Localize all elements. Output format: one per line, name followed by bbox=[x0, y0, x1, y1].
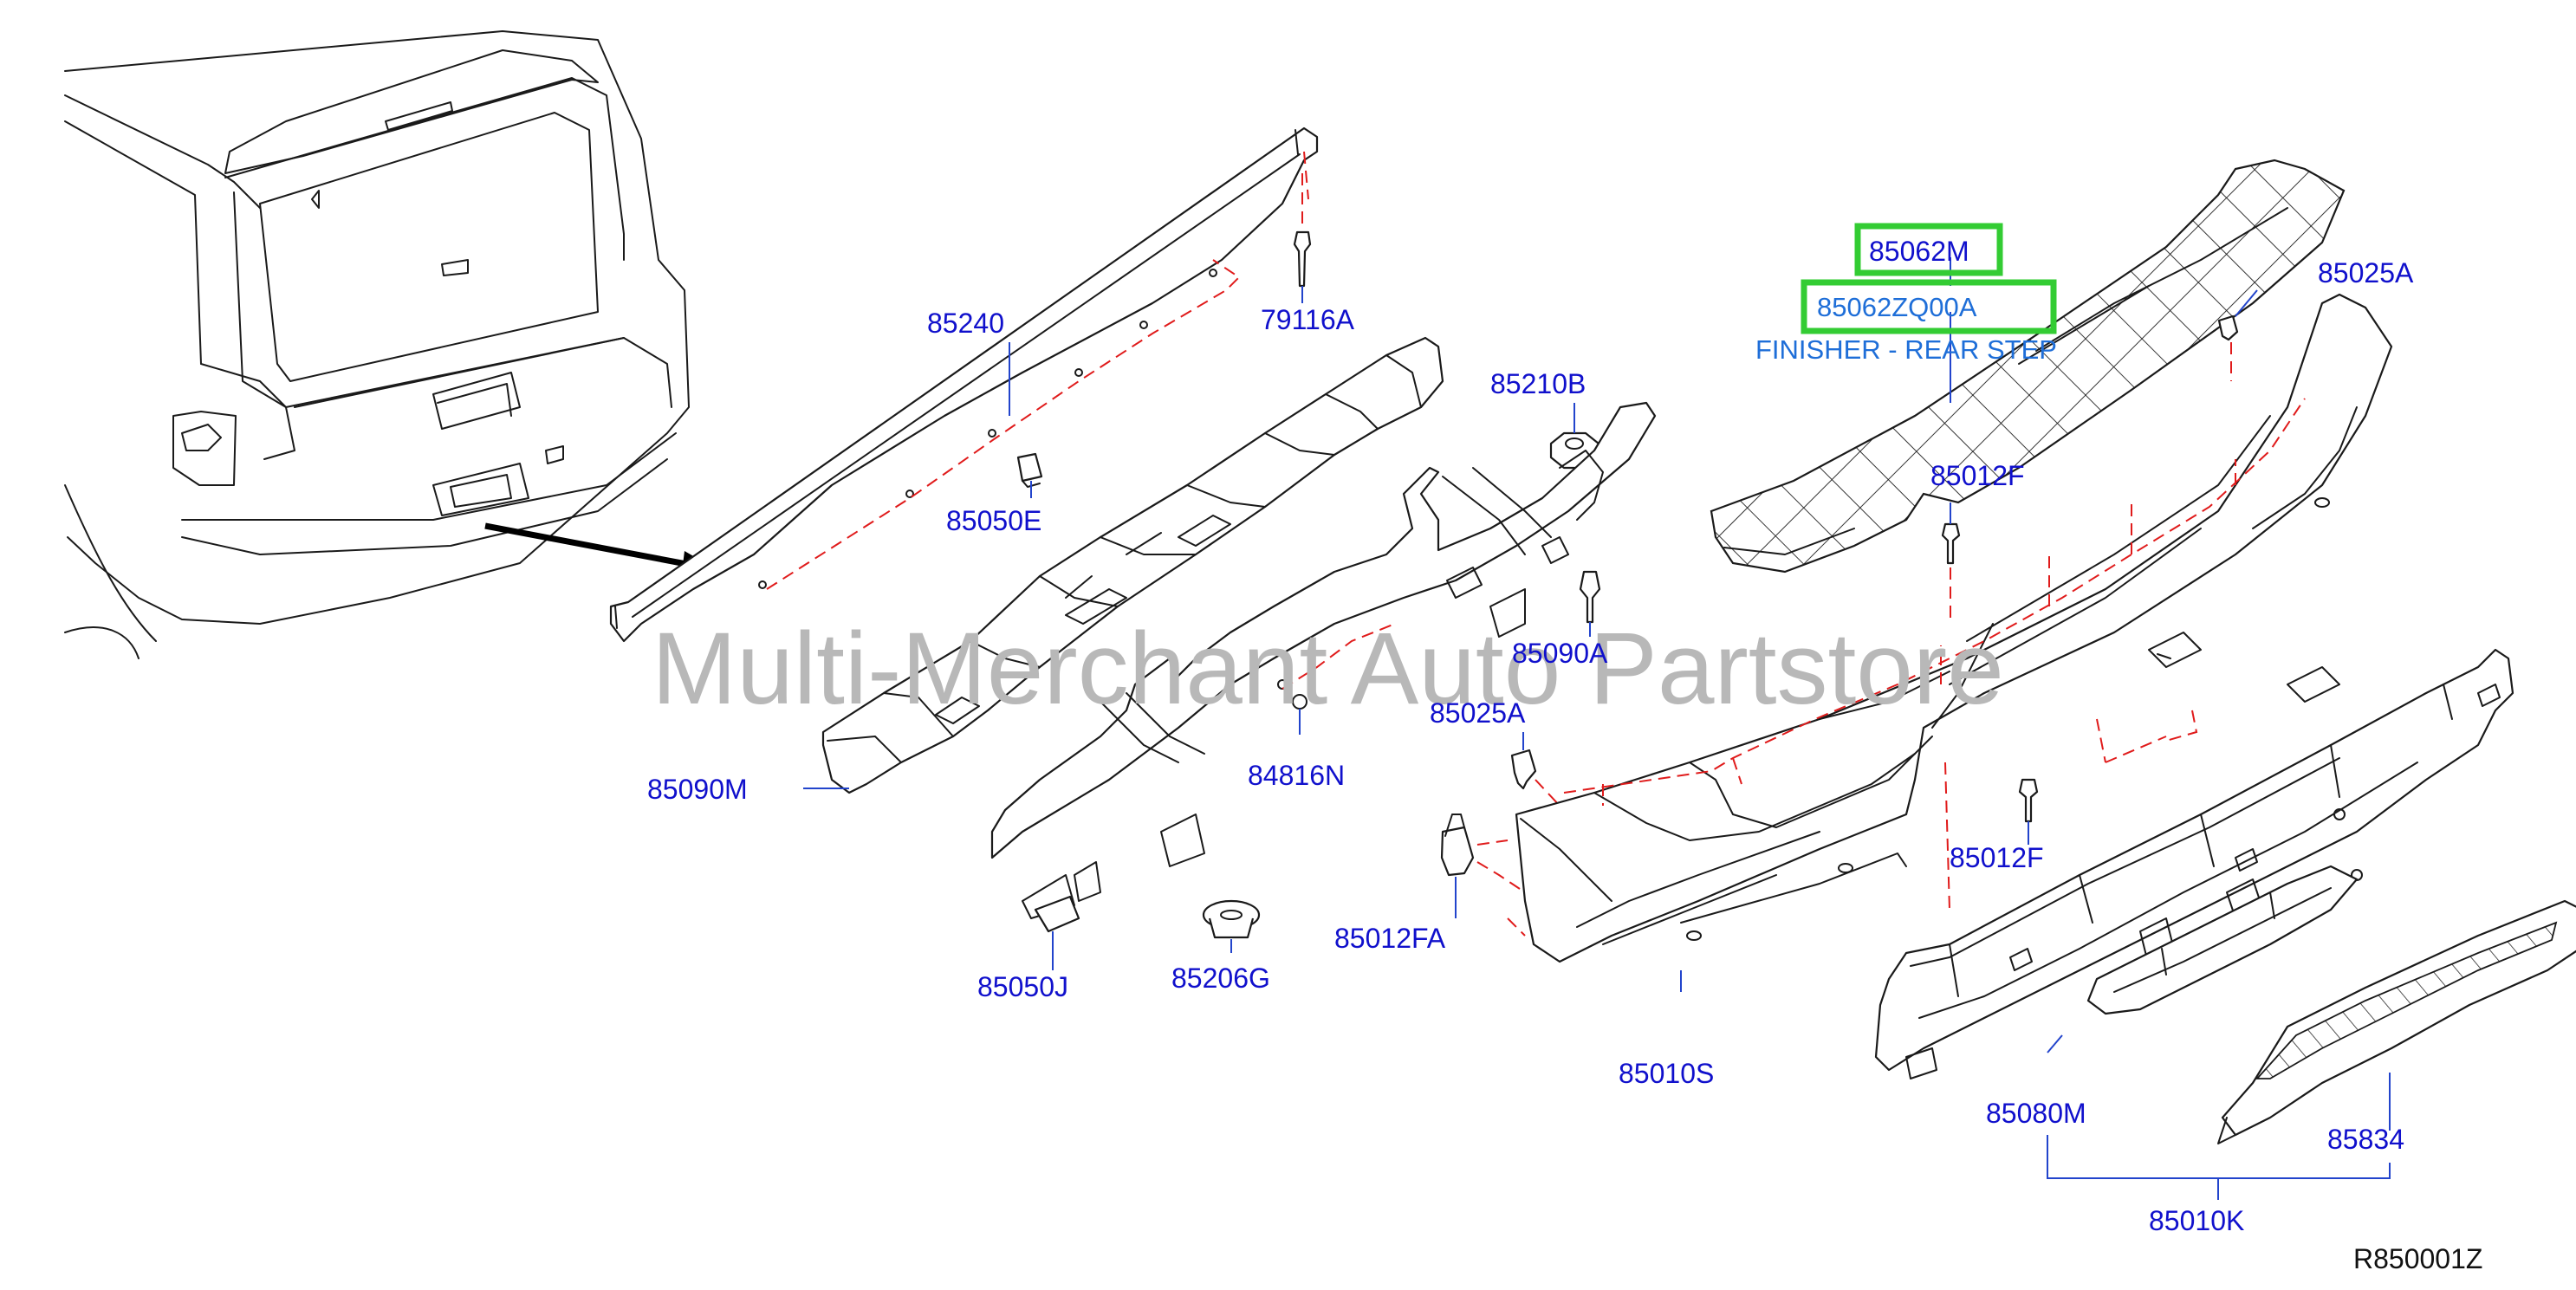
part-label-85090A[interactable]: 85090A bbox=[1512, 638, 1608, 669]
highlight-box-85062ZQ00A bbox=[1801, 279, 2057, 334]
screw-85090A bbox=[1579, 570, 1601, 637]
part-label-85050J[interactable]: 85050J bbox=[977, 971, 1068, 1002]
part-label-85062M[interactable]: 85062M bbox=[1869, 236, 1969, 267]
part-label-85834[interactable]: 85834 bbox=[2327, 1124, 2404, 1155]
part-label-84816N[interactable]: 84816N bbox=[1248, 760, 1345, 791]
part-label-85025A-left[interactable]: 85025A bbox=[1430, 697, 1526, 729]
part-label-85012F-top[interactable]: 85012F bbox=[1930, 460, 2025, 491]
screw-85012F-bottom bbox=[2018, 778, 2039, 845]
part-label-85012F-bottom[interactable]: 85012F bbox=[1950, 842, 2044, 873]
energy-absorber-85090M bbox=[821, 336, 1444, 794]
part-label-85206G[interactable]: 85206G bbox=[1171, 963, 1270, 994]
lower-step-bracket bbox=[2086, 865, 2359, 1015]
finisher-rear-step bbox=[1710, 159, 2346, 574]
sensor-85012FA bbox=[1440, 814, 1526, 937]
watermark-text: Multi-Merchant Auto Partstore bbox=[652, 612, 2004, 726]
part-label-79116A[interactable]: 79116A bbox=[1261, 304, 1355, 335]
clip-85025A-left bbox=[1510, 732, 1561, 807]
step-pad-85834 bbox=[2217, 899, 2576, 1144]
part-label-85010S[interactable]: 85010S bbox=[1619, 1058, 1714, 1089]
clip-85025A-right bbox=[2217, 289, 2258, 381]
grommet-85206G bbox=[1202, 899, 1261, 939]
bumper-fascia-85010S bbox=[1515, 293, 2393, 963]
part-label-85240[interactable]: 85240 bbox=[927, 308, 1004, 339]
screw-85012F-top bbox=[1941, 502, 1961, 624]
part-label-85090M[interactable]: 85090M bbox=[647, 774, 748, 805]
clip-85050J bbox=[1034, 895, 1080, 970]
part-label-85010K[interactable]: 85010K bbox=[2149, 1205, 2244, 1236]
part-label-85210B[interactable]: 85210B bbox=[1490, 368, 1586, 399]
diagram-reference-code: R850001Z bbox=[2353, 1243, 2482, 1274]
clip-85050E bbox=[1016, 452, 1043, 488]
part-label-85062ZQ00A[interactable]: 85062ZQ00A bbox=[1817, 292, 1977, 322]
part-label-85080M[interactable]: 85080M bbox=[1986, 1098, 2086, 1129]
part-labels: 85240 79116A 85050E 85090M 85210B 85090A… bbox=[647, 223, 2414, 1236]
part-label-85025A-right[interactable]: 85025A bbox=[2318, 257, 2414, 288]
vehicle-rear-illustration bbox=[64, 30, 690, 659]
part-description-finisher-rear-step: FINISHER - REAR STEP bbox=[1755, 334, 2057, 365]
highlight-box-85062M bbox=[1854, 223, 2003, 276]
clip-79116A bbox=[1293, 173, 1312, 303]
bumper-bracket-frame bbox=[990, 401, 1657, 919]
part-label-85050E[interactable]: 85050E bbox=[946, 505, 1041, 536]
part-label-85012FA[interactable]: 85012FA bbox=[1334, 923, 1446, 954]
reinforcement-strip-85240 bbox=[609, 126, 1319, 643]
leader-lines bbox=[803, 257, 2391, 1200]
